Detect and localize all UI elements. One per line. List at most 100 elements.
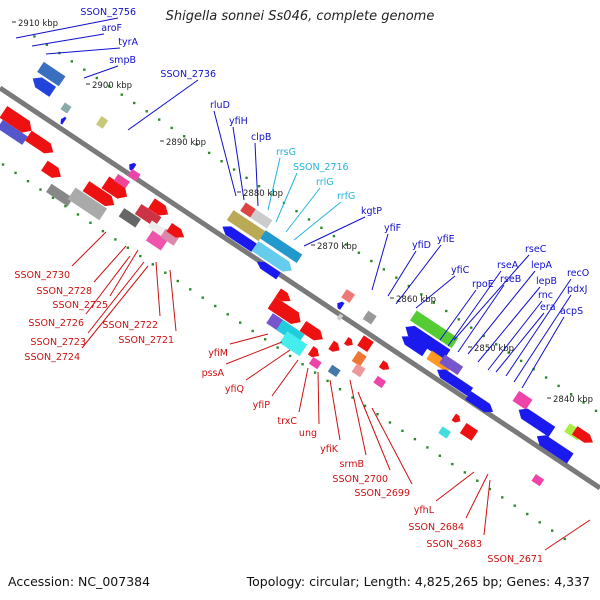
tick-dot <box>395 276 398 279</box>
leader-line <box>285 187 321 233</box>
tick-dot <box>351 396 354 399</box>
tick-dot <box>33 35 36 38</box>
gene-box <box>409 310 459 349</box>
gene-box <box>67 187 108 221</box>
leader-line <box>435 471 475 502</box>
kbp-tick-label: 2910 kbp <box>18 19 58 29</box>
tick-dot <box>494 343 498 346</box>
leader-line <box>225 341 283 365</box>
tick-dot <box>51 196 55 200</box>
tick-dot <box>120 93 123 96</box>
tick-dot <box>170 126 173 130</box>
tick-dot <box>357 251 361 254</box>
genome-backbone <box>0 85 600 491</box>
leader-line <box>415 275 456 309</box>
gene-label: rseA <box>497 260 519 271</box>
tick-dot <box>101 229 105 233</box>
gene-box <box>459 423 479 441</box>
tick-dot <box>332 234 336 238</box>
tick-dot <box>569 392 573 396</box>
tick-dot <box>95 76 98 80</box>
gene-box <box>147 220 166 237</box>
leader-line <box>467 270 536 355</box>
tick-dot <box>551 529 554 532</box>
tick-dot <box>26 179 30 183</box>
gene-arrow <box>129 162 137 172</box>
gene-arrow <box>465 391 494 413</box>
gene-label: SSON_2726 <box>28 318 84 329</box>
gene-label: aroF <box>101 23 122 34</box>
leader-line <box>71 231 107 267</box>
tick-dot <box>401 429 404 433</box>
gene-arrow <box>256 261 281 280</box>
gene-box <box>127 168 141 182</box>
leader-line <box>87 261 145 334</box>
gene-label: rrlG <box>316 177 334 188</box>
leader-line <box>15 17 119 39</box>
leader-line <box>349 379 367 456</box>
gene-label: recO <box>567 268 589 279</box>
gene-label: rnc <box>538 290 553 301</box>
tick-dot <box>526 512 529 516</box>
gene-label: yfiC <box>451 265 470 276</box>
tick-dot <box>426 446 429 449</box>
gene-label: SSON_2716 <box>293 162 349 173</box>
gene-label: pdxJ <box>567 284 587 295</box>
gene-box <box>438 426 451 439</box>
leader-line <box>447 270 502 347</box>
gene-box <box>341 289 356 303</box>
gene-arrow <box>275 288 291 302</box>
gene-box <box>0 119 28 145</box>
gene-arrow <box>251 241 292 272</box>
tick-dot <box>376 412 379 416</box>
gene-arrow <box>222 226 257 252</box>
gene-box <box>113 173 130 189</box>
gene-box <box>357 335 374 353</box>
gene-label: trxC <box>277 416 297 427</box>
gene-label: rpoE <box>472 279 494 290</box>
gene-box <box>351 350 367 367</box>
tick-dot <box>507 351 510 354</box>
gene-label: lepA <box>531 260 553 271</box>
gene-label: SSON_2684 <box>408 522 464 533</box>
gene-label: SSON_2721 <box>118 335 174 346</box>
gene-label: SSON_2722 <box>102 320 158 331</box>
tick-dot <box>14 171 17 175</box>
tick-dot <box>45 43 49 46</box>
tick-dot <box>89 221 92 224</box>
gene-box <box>134 203 162 228</box>
gene-arrow <box>32 77 57 97</box>
tick-dot <box>226 313 229 316</box>
tick-dot <box>445 309 448 313</box>
gene-box <box>351 363 366 378</box>
kbp-tick-label: 2860 kbp <box>396 295 436 305</box>
leader-line <box>357 391 391 471</box>
leader-line <box>439 289 477 341</box>
gene-arrow <box>343 337 353 346</box>
tick-dot <box>207 151 211 155</box>
leader-line <box>169 269 177 332</box>
tick-dot <box>76 213 80 216</box>
labels-upper: SSON_2756aroFtyrAsmpBSSON_2736rluDyfiHcl… <box>15 7 589 389</box>
leader-line <box>83 65 119 79</box>
gene-arrow <box>24 130 54 154</box>
kbp-tick-label: 2870 kbp <box>317 242 357 252</box>
tick-dot <box>544 376 548 379</box>
gene-arrow <box>451 413 461 423</box>
tick-dot <box>463 471 467 474</box>
tick-dot <box>189 288 192 291</box>
leader-line <box>505 278 572 377</box>
leader-line <box>267 157 281 211</box>
leader-line <box>93 245 127 283</box>
gene-label: SSON_2725 <box>52 300 108 311</box>
leader-line <box>457 284 505 353</box>
gene-box <box>512 390 533 410</box>
leader-line <box>453 254 530 341</box>
tick-dot <box>251 329 254 333</box>
tick-dot <box>557 384 560 388</box>
leader-line <box>495 312 545 373</box>
gene-label: smpB <box>109 55 136 66</box>
tick-dot <box>582 401 585 404</box>
